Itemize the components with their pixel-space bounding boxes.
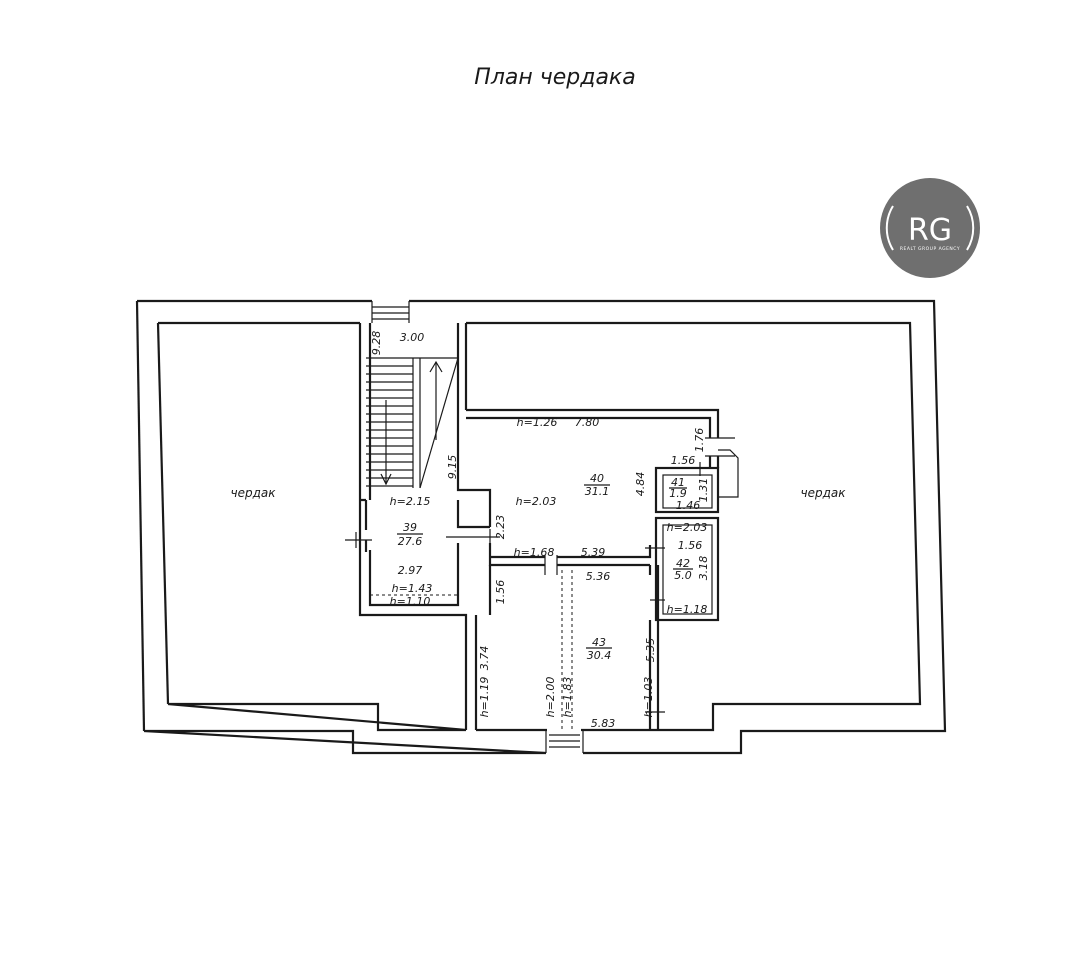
staircase — [366, 357, 459, 489]
outer-wall-outline — [137, 299, 947, 755]
room-39: 39 27.6 — [397, 521, 423, 548]
room-43-number: 43 — [592, 636, 606, 649]
dim-1-76: 1.76 — [693, 428, 706, 453]
dim-h-2-15: h=2.15 — [390, 495, 431, 508]
room-42-area: 5.0 — [674, 569, 692, 582]
dim-9-28: 9.28 — [370, 331, 383, 356]
dim-h-1-26: h=1.26 — [517, 416, 558, 429]
room-39-area: 27.6 — [398, 535, 423, 548]
dim-h-2-03-a: h=2.03 — [516, 495, 557, 508]
realt-group-logo: RG REALT GROUP AGENCY — [880, 178, 980, 278]
room-40-number: 40 — [590, 472, 604, 485]
dim-5-83: 5.83 — [591, 717, 616, 730]
dim-5-39: 5.39 — [581, 546, 606, 559]
room-43-walls — [474, 565, 660, 730]
logo-tagline: REALT GROUP AGENCY — [900, 246, 960, 252]
dimension-labels-vertical: 9.28 9.15 1.76 4.84 1.31 2.23 3.18 1.56 … — [370, 331, 710, 718]
room-41: 41 1.9 — [669, 476, 687, 500]
dim-h-1-10: h=1.10 — [390, 595, 431, 608]
dim-3-74: 3.74 — [478, 646, 491, 671]
door-markers — [345, 437, 735, 713]
dim-9-15: 9.15 — [446, 455, 459, 480]
dim-3-18: 3.18 — [697, 556, 710, 581]
dim-3-00: 3.00 — [400, 331, 425, 344]
room-41-number: 41 — [671, 476, 685, 489]
outer-wall-inner — [158, 321, 922, 732]
dim-h-1-18: h=1.18 — [667, 603, 708, 616]
dim-1-56-a: 1.56 — [671, 454, 696, 467]
room-41-area: 1.9 — [669, 487, 687, 500]
attic-left-label: чердак — [231, 486, 277, 500]
plan-title: План чердака — [474, 65, 635, 90]
dim-2-97: 2.97 — [398, 564, 423, 577]
logo-circle — [880, 178, 980, 278]
logo-text: RG — [908, 213, 952, 248]
dim-5-35: 5.35 — [644, 638, 657, 663]
dim-h-2-03-b: h=2.03 — [667, 521, 708, 534]
dim-h-1-43: h=1.43 — [392, 582, 433, 595]
dim-7-80: 7.80 — [575, 416, 600, 429]
dim-h-1-03: h=1.03 — [642, 677, 655, 718]
room-41-walls — [654, 466, 720, 514]
room-42-number: 42 — [676, 557, 690, 570]
room-43: 43 30.4 — [586, 636, 612, 662]
dim-h-1-83: h=1.83 — [561, 677, 574, 718]
dim-h-1-19: h=1.19 — [478, 677, 491, 718]
attic-right-label: чердак — [801, 486, 847, 500]
room-43-area: 30.4 — [587, 649, 612, 662]
dim-h-2-00: h=2.00 — [544, 677, 557, 718]
room-39-number: 39 — [403, 521, 417, 534]
dim-1-56-b: 1.56 — [678, 539, 703, 552]
room-42: 42 5.0 — [673, 557, 693, 582]
stair-core-walls — [358, 323, 490, 730]
dim-4-84: 4.84 — [634, 472, 647, 497]
dimension-labels: 3.00 h=1.26 7.80 1.56 1.46 h=2.15 h=2.03… — [390, 331, 708, 730]
room-42-walls — [654, 516, 720, 622]
dim-1-56-c: 1.56 — [494, 580, 507, 605]
dim-1-31: 1.31 — [697, 478, 710, 503]
room-40-area: 31.1 — [585, 485, 610, 498]
dim-h-1-68: h=1.68 — [514, 546, 555, 559]
room-40: 40 31.1 — [584, 472, 610, 498]
dim-2-23: 2.23 — [494, 515, 507, 540]
dim-1-46: 1.46 — [676, 499, 701, 512]
dim-5-36: 5.36 — [586, 570, 611, 583]
